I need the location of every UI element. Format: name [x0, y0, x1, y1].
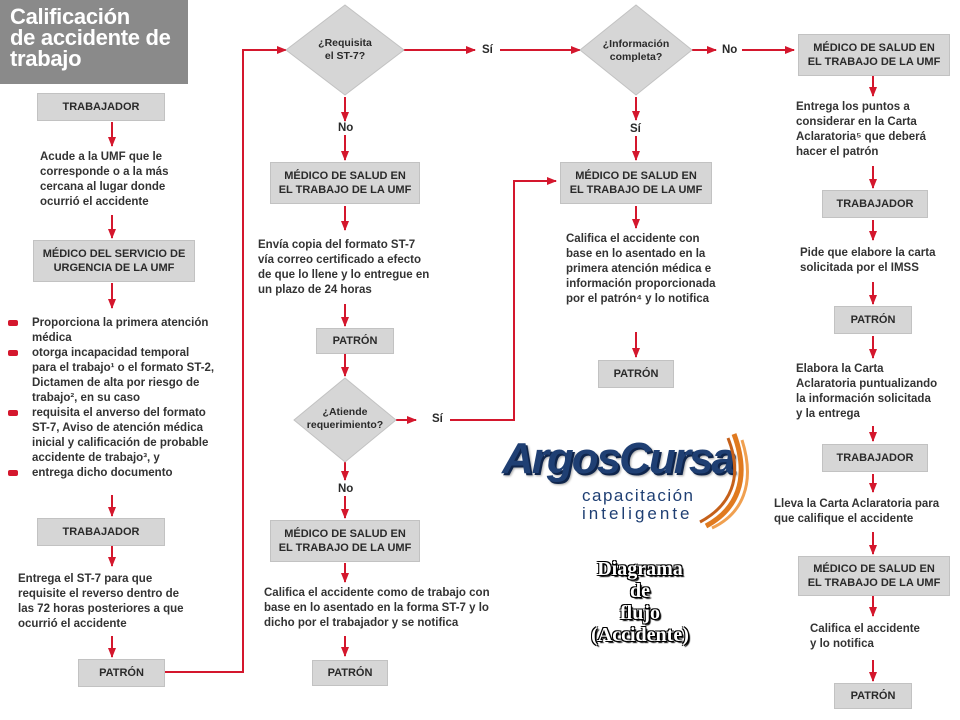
decision-informacion-text: ¿Información completa? [602, 38, 670, 63]
bullet-marker [8, 350, 18, 356]
list-item: Proporciona la primera atención médica [8, 316, 238, 346]
bullet-marker [8, 470, 18, 476]
box-medico-salud-2: MÉDICO DE SALUD EN EL TRABAJO DE LA UMF [270, 520, 420, 562]
argoscursa-logo: ArgosCursa capacitación inteligente [498, 430, 758, 530]
box-medico-salud-3: MÉDICO DE SALUD EN EL TRABAJO DE LA UMF [560, 162, 712, 204]
list-item: otorga incapacidad temporal para el trab… [8, 346, 238, 406]
decision-diamond-informacion [579, 4, 693, 96]
box-patron-col2-1: PATRÓN [316, 328, 394, 354]
box-trabajador-1: TRABAJADOR [37, 93, 165, 121]
bullet-list-medico-urgencia: Proporciona la primera atención médica o… [8, 316, 238, 481]
box-patron-col1: PATRÓN [78, 659, 165, 687]
logo-tagline-2: inteligente [582, 504, 693, 523]
title-block: Calificación de accidente de trabajo [0, 0, 188, 84]
diagram-label: Diagrama de flujo (Accidente) [591, 558, 689, 646]
box-medico-salud-1: MÉDICO DE SALUD EN EL TRABAJO DE LA UMF [270, 162, 420, 204]
list-item: entrega dicho documento [8, 466, 238, 481]
answer-no-requisita: No [338, 122, 354, 134]
box-trabajador-col4-2: TRABAJADOR [822, 444, 928, 472]
decision-atiende-text: ¿Atiende requerimiento? [306, 406, 384, 431]
text-pide-carta: Pide que elabore la carta solicitada por… [800, 247, 936, 274]
text-acude-umf: Acude a la UMF que le corresponde o a la… [40, 151, 169, 208]
decision-diamond-requisita [285, 4, 405, 96]
text-entrega-puntos: Entrega los puntos a considerar en la Ca… [796, 101, 927, 158]
list-item: requisita el anverso del formato ST-7, A… [8, 406, 238, 466]
box-medico-servicio-urgencia: MÉDICO DEL SERVICIO DE URGENCIA DE LA UM… [33, 240, 195, 282]
box-medico-salud-5: MÉDICO DE SALUD EN EL TRABAJO DE LA UMF [798, 556, 950, 596]
answer-si-requisita: Sí [482, 44, 493, 56]
answer-si-informacion: Sí [630, 123, 641, 135]
box-patron-col4-2: PATRÓN [834, 683, 912, 709]
box-medico-salud-4: MÉDICO DE SALUD EN EL TRABAJO DE LA UMF [798, 34, 950, 76]
box-trabajador-2: TRABAJADOR [37, 518, 165, 546]
text-elabora-carta: Elabora la Carta Aclaratoria puntualizan… [796, 363, 938, 420]
box-patron-col3: PATRÓN [598, 360, 674, 388]
answer-no-atiende: No [338, 483, 354, 495]
text-califica-notifica: Califica el accidente y lo notifica [810, 623, 920, 650]
box-trabajador-col4-1: TRABAJADOR [822, 190, 928, 218]
logo-tagline-1: capacitación [582, 486, 695, 505]
decision-diamond-atiende [293, 377, 397, 463]
bullet-marker [8, 320, 18, 326]
answer-si-atiende: Sí [432, 413, 443, 425]
decision-requisita-text: ¿Requisita el ST-7? [318, 37, 372, 62]
text-lleva-carta: Lleva la Carta Aclaratoria para que cali… [774, 498, 940, 525]
text-envia-copia-st7: Envía copia del formato ST-7 vía correo … [258, 239, 430, 296]
text-califica-primera-atencion: Califica el accidente con base en lo ase… [566, 233, 716, 305]
logo-wordmark: ArgosCursa [502, 434, 736, 483]
text-entrega-st7: Entrega el ST-7 para que requisite el re… [18, 573, 184, 630]
box-patron-col2-2: PATRÓN [312, 660, 388, 686]
text-califica-st7: Califica el accidente como de trabajo co… [264, 587, 490, 629]
logo-swoosh-icon [699, 433, 749, 530]
box-patron-col4-1: PATRÓN [834, 306, 912, 334]
bullet-marker [8, 410, 18, 416]
answer-no-informacion: No [722, 44, 738, 56]
diagram-title: Calificación de accidente de trabajo [10, 4, 171, 71]
